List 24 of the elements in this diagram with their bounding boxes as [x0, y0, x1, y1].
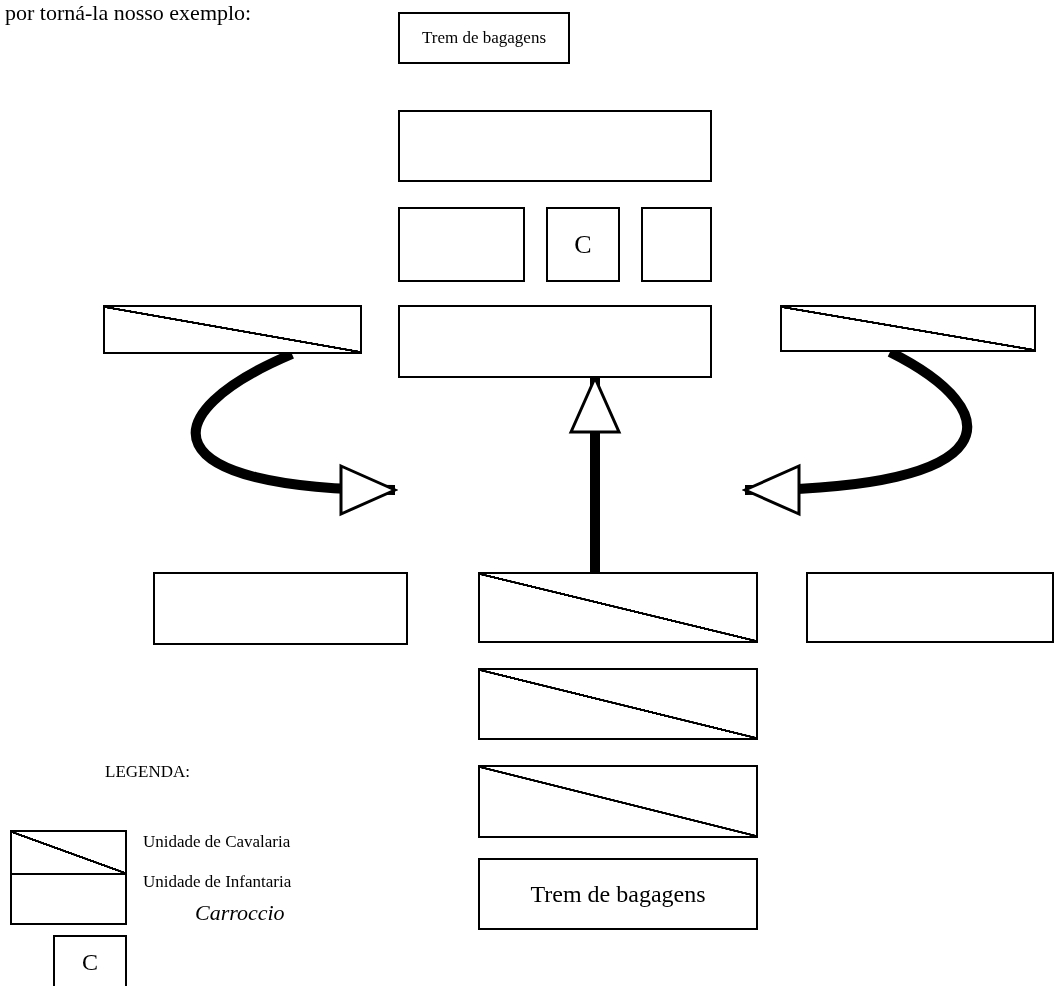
cavalry-unit-box: [478, 765, 758, 838]
unit-label: C: [574, 229, 592, 260]
cavalry-unit-box: [780, 305, 1036, 352]
unit-box: [398, 12, 570, 64]
legend-title: LEGENDA:: [105, 762, 190, 782]
unit-box: [478, 858, 758, 930]
infantry-unit-box: [153, 572, 408, 645]
carroccio-symbol: C: [53, 935, 127, 986]
legend-text: Unidade de Cavalaria: [143, 832, 291, 852]
unit-label: Trem de bagagens: [530, 880, 706, 908]
infantry-unit-box: [398, 110, 712, 182]
unit-box: [546, 207, 620, 282]
legend-text: Unidade de Infantaria: [143, 872, 292, 892]
infantry-unit-box: [806, 572, 1054, 643]
legend-text: Carroccio: [195, 900, 285, 926]
arrow: [569, 376, 621, 572]
cavalry-unit-box: [478, 668, 758, 740]
cavalry-unit-box: [478, 572, 758, 643]
infantry-unit-box: [398, 207, 525, 282]
unit-label: Trem de bagagens: [422, 28, 546, 48]
cavalry-unit-box: [103, 305, 362, 354]
intro-text: por torná-la nosso exemplo:: [5, 0, 252, 26]
infantry-unit-box: [641, 207, 712, 282]
infantry-unit-box: [398, 305, 712, 378]
